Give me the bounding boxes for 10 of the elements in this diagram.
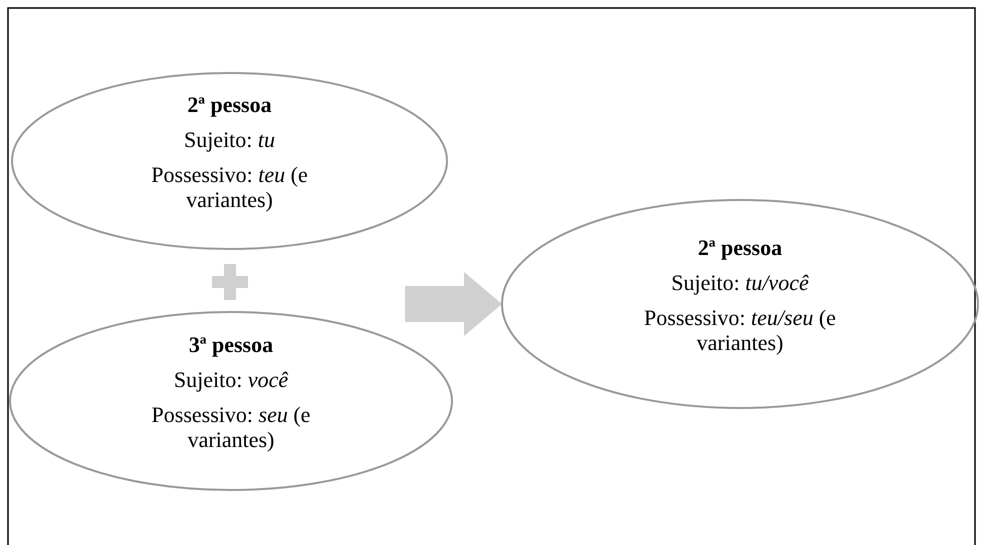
node-text: Sujeito: tu xyxy=(182,127,276,152)
node-text: Sujeito: você xyxy=(172,367,290,392)
node-text: Possessivo: teu (e variantes) xyxy=(150,162,309,212)
node-heading: 2ª pessoa xyxy=(186,92,273,117)
node-text: Possessivo: seu (e variantes) xyxy=(150,402,312,452)
node-heading: 2ª pessoa xyxy=(696,235,784,260)
block-arrow xyxy=(405,272,502,336)
node-heading: 3ª pessoa xyxy=(188,332,274,357)
node-text: Sujeito: tu/você xyxy=(670,270,810,295)
node-text: Possessivo: teu/seu (e variantes) xyxy=(643,305,837,355)
